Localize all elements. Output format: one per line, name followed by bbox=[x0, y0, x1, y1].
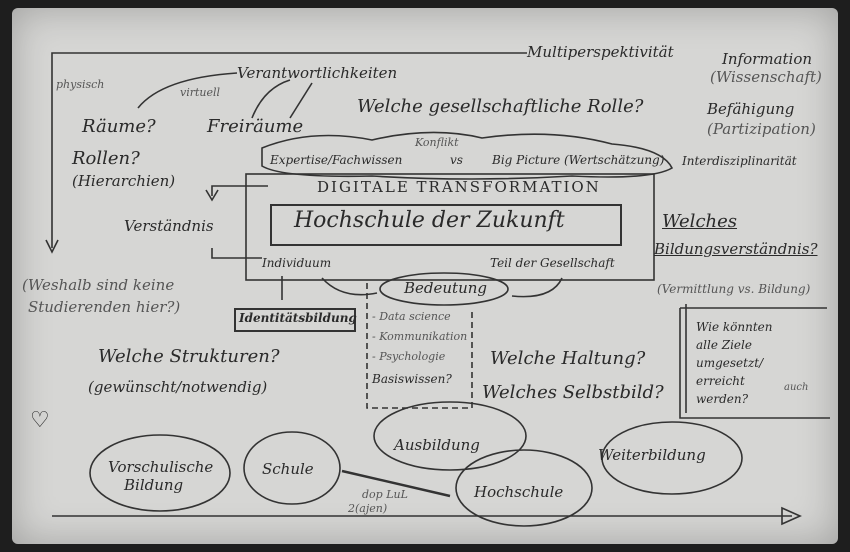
welche-strukturen-label: Welche Strukturen? bbox=[98, 346, 280, 367]
welches-label: Welches bbox=[662, 211, 738, 232]
ziele-line5: werden? bbox=[696, 392, 749, 406]
weshalb-line1: (Weshalb sind keine bbox=[22, 276, 175, 294]
kommunikation-label: - Kommunikation bbox=[372, 330, 468, 343]
ziele-line1: Wie könnten bbox=[696, 320, 773, 334]
gewuenscht-label: (gewünscht/notwendig) bbox=[88, 378, 268, 396]
verantwortlichkeiten-label: Verantwortlichkeiten bbox=[237, 64, 398, 82]
basiswissen-label: Basiswissen? bbox=[372, 372, 452, 386]
partizipation-label: (Partizipation) bbox=[707, 120, 816, 138]
teil-gesellschaft-label: Teil der Gesellschaft bbox=[490, 256, 615, 270]
hochschule-zukunft-box bbox=[270, 204, 622, 246]
ausbildung-label: Ausbildung bbox=[394, 436, 480, 454]
welche-haltung-label: Welche Haltung? bbox=[490, 348, 646, 369]
interdisziplinaritaet-label: Interdisziplinarität bbox=[682, 154, 797, 168]
z-ajen-label: 2(ajen) bbox=[348, 502, 388, 515]
ziele-line4: erreicht bbox=[696, 374, 745, 388]
information-label: Information bbox=[722, 50, 813, 68]
identitaetsbildung-label: Identitätsbildung bbox=[239, 311, 357, 325]
vorschulische-line2: Bildung bbox=[124, 476, 184, 494]
freiraeume-label: Freiräume bbox=[207, 116, 304, 137]
gesellschaftliche-rolle-label: Welche gesellschaftliche Rolle? bbox=[357, 96, 644, 117]
dop-label: dop LuL bbox=[362, 488, 408, 501]
multiperspektivitaet-label: Multiperspektivität bbox=[527, 43, 674, 61]
expertise-label: Expertise/Fachwissen bbox=[270, 153, 403, 167]
rollen-label: Rollen? bbox=[72, 148, 140, 169]
vermittlung-label: (Vermittlung vs. Bildung) bbox=[657, 282, 811, 296]
hochschule-label: Hochschule bbox=[474, 483, 564, 501]
left-border-line bbox=[51, 52, 527, 248]
identitaetsbildung-box bbox=[234, 308, 356, 332]
verstaendnis-label: Verständnis bbox=[124, 217, 214, 235]
weshalb-line2: Studierenden hier?) bbox=[28, 298, 181, 316]
welches-selbstbild-label: Welches Selbstbild? bbox=[482, 382, 664, 403]
individuum-label: Individuum bbox=[262, 256, 332, 270]
big-picture-label: Big Picture (Wertschätzung) bbox=[492, 153, 665, 167]
virtuell-label: virtuell bbox=[180, 86, 221, 99]
konflikt-label: Konflikt bbox=[415, 136, 459, 149]
sketch-sheet: Multiperspektivität Information (Wissens… bbox=[12, 8, 838, 544]
heart-icon: ♡ bbox=[30, 408, 50, 433]
hochschule-zukunft-label: Hochschule der Zukunft bbox=[294, 208, 565, 233]
vs-label: vs bbox=[450, 153, 463, 167]
ziele-line3: umgesetzt/ bbox=[696, 356, 764, 370]
sketch-lines bbox=[45, 52, 830, 527]
auch-bildung-label: auch bbox=[784, 382, 809, 393]
digitale-transformation-label: DIGITALE TRANSFORMATION bbox=[317, 178, 601, 196]
bedeutung-label: Bedeutung bbox=[404, 279, 487, 297]
wissenschaft-label: (Wissenschaft) bbox=[710, 68, 822, 86]
schule-label: Schule bbox=[262, 460, 314, 478]
hierarchien-label: (Hierarchien) bbox=[72, 172, 176, 190]
vorschulische-line1: Vorschulische bbox=[108, 458, 214, 476]
ziele-line2: alle Ziele bbox=[696, 338, 752, 352]
data-science-label: - Data science bbox=[372, 310, 451, 323]
bildungsverstaendnis-label: Bildungsverständnis? bbox=[654, 240, 818, 258]
befaehigung-label: Befähigung bbox=[707, 100, 795, 118]
raeume-label: Räume? bbox=[82, 116, 156, 137]
psychologie-label: - Psychologie bbox=[372, 350, 446, 363]
physisch-label: physisch bbox=[56, 78, 105, 91]
weiterbildung-label: Weiterbildung bbox=[598, 446, 706, 464]
